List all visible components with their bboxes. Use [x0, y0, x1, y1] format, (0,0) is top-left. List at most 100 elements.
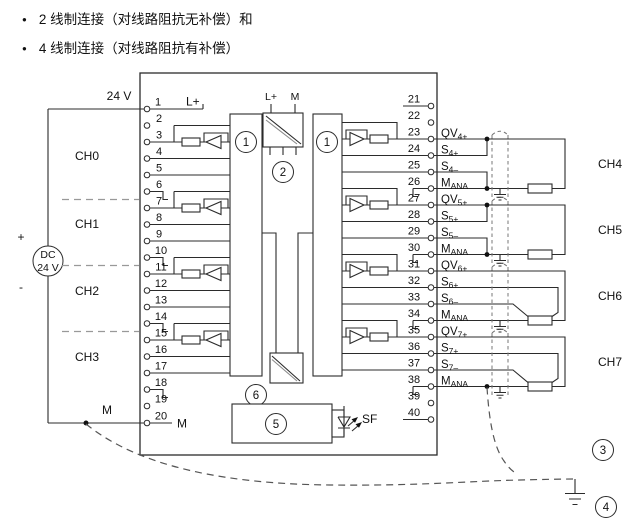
- terminal-number: 11: [155, 262, 166, 274]
- signal-label: MANA: [441, 310, 468, 324]
- circled-number: 6: [253, 390, 259, 402]
- adc-block-right: 1: [312, 113, 343, 377]
- terminal-number: 25: [408, 160, 420, 172]
- signal-label: S6+: [441, 277, 458, 291]
- terminal-number: 2: [156, 113, 162, 125]
- terminal-number: 12: [155, 278, 167, 290]
- terminal-number: 10: [155, 245, 167, 257]
- terminals-left: [143, 105, 151, 427]
- channel-label: CH6: [598, 289, 622, 303]
- terminal-number: 26: [408, 176, 420, 188]
- isolation-converter-top: L+ M 2: [262, 91, 304, 183]
- converter-pin-m-label: M: [291, 91, 300, 103]
- signal-label: QV6+: [441, 260, 467, 274]
- sf-led-icon: SF: [337, 406, 377, 436]
- converter-pin-lplus-label: L+: [265, 91, 277, 103]
- terminal-number: 32: [408, 275, 420, 287]
- terminal-number: 3: [156, 130, 162, 142]
- signal-label: QV7+: [441, 326, 467, 340]
- signal-label: MANA: [441, 178, 468, 192]
- channel-label: CH3: [75, 350, 99, 364]
- sf-label: SF: [362, 412, 377, 426]
- internal-wiring-left: [150, 124, 230, 399]
- circled-number: 3: [600, 445, 606, 457]
- terminal-number: 6: [156, 179, 162, 191]
- terminal-numbers-right: 21 22 23 24 25 26 27 28 29 30 31 32 33 3…: [408, 94, 420, 420]
- terminal-number: 13: [155, 295, 167, 307]
- channel-label: CH4: [598, 157, 622, 171]
- terminal-number: 27: [408, 193, 420, 205]
- terminal-number: 21: [408, 94, 420, 106]
- signal-labels: QV4+ S4+ S4– MANA QV5+ S5+ S5– MANA QV6+…: [441, 128, 468, 389]
- terminal-number: 17: [155, 361, 167, 373]
- terminal-number: 16: [155, 344, 167, 356]
- circled-number: 1: [243, 137, 249, 149]
- signal-label: MANA: [441, 376, 468, 390]
- signal-label: S5+: [441, 211, 458, 225]
- module-box: [139, 72, 438, 456]
- terminal-number: 7: [156, 196, 162, 208]
- terminals-right: [427, 102, 435, 423]
- channel-labels-left: CH0 CH1 CH2 CH3: [75, 149, 99, 364]
- signal-label: MANA: [441, 244, 468, 258]
- channel-label: CH0: [75, 149, 99, 163]
- terminal-1-lplus-label: L+: [186, 95, 200, 109]
- circled-number: 4: [603, 502, 610, 514]
- channel-label: CH1: [75, 217, 99, 231]
- supply-voltage-label: 24 V: [107, 89, 132, 103]
- internal-wiring-right: [342, 105, 559, 421]
- terminal-number: 9: [156, 229, 162, 241]
- terminal-number: 28: [408, 209, 420, 221]
- adc-block-left: 1: [229, 113, 263, 377]
- internal-bus-lines: [262, 232, 313, 353]
- channel-label: CH7: [598, 355, 622, 369]
- channel-label: CH5: [598, 223, 622, 237]
- terminal-number: 31: [408, 259, 420, 271]
- external-load-circuits: [388, 136, 566, 392]
- terminal-number: 35: [408, 325, 420, 337]
- terminal-number: 37: [408, 358, 420, 370]
- signal-label: S4–: [441, 161, 458, 175]
- terminal-20-m-label: M: [177, 417, 187, 431]
- terminal-number: 1: [155, 97, 161, 109]
- terminal-number: 39: [408, 391, 420, 403]
- ground-m-label: M: [102, 403, 112, 417]
- terminal-number: 33: [408, 292, 420, 304]
- signal-label: S4+: [441, 145, 458, 159]
- terminal-number: 18: [155, 377, 167, 389]
- bullet-item-2wire: 2 线制连接（对线路阻抗无补偿）和: [22, 8, 253, 28]
- signal-label: S7+: [441, 343, 458, 357]
- polarity-plus-label: +: [17, 230, 24, 244]
- isolation-converter-bottom: 6: [245, 352, 304, 406]
- terminal-number: 5: [156, 163, 162, 175]
- terminal-numbers-left: 1 2 3 4 5 6 7 8 9 10 11 12 13 14 15 16 1…: [155, 95, 200, 431]
- terminal-number: 15: [155, 328, 167, 340]
- equipotential-lines: 3 4: [85, 387, 617, 518]
- signal-label: S7–: [441, 359, 458, 373]
- dc-source-label: DC: [40, 249, 56, 261]
- terminal-number: 38: [408, 374, 420, 386]
- terminal-number: 23: [408, 127, 420, 139]
- signal-label: QV4+: [441, 128, 467, 142]
- terminal-number: 19: [155, 394, 167, 406]
- channel-separators: [62, 198, 139, 333]
- channel-label: CH2: [75, 284, 99, 298]
- terminal-number: 30: [408, 242, 420, 254]
- shield-ground-symbols: [494, 188, 506, 399]
- terminal-number: 20: [155, 411, 167, 423]
- terminal-number: 24: [408, 143, 420, 155]
- terminal-number: 4: [156, 146, 162, 158]
- terminal-number: 34: [408, 308, 420, 320]
- dc-source-voltage: 24 V: [37, 262, 59, 274]
- signal-label: S5–: [441, 227, 458, 241]
- dc-source-symbol: [32, 245, 64, 277]
- circled-number: 2: [280, 167, 286, 179]
- terminal-number: 29: [408, 226, 420, 238]
- polarity-minus-label: -: [19, 280, 23, 294]
- signal-label: QV5+: [441, 194, 467, 208]
- controller-block: 5: [231, 403, 345, 444]
- circled-number: 1: [324, 137, 330, 149]
- power-supply-circuit: DC 24 V + - 24 V M: [17, 89, 204, 426]
- terminal-number: 8: [156, 212, 162, 224]
- terminal-number: 22: [408, 110, 420, 122]
